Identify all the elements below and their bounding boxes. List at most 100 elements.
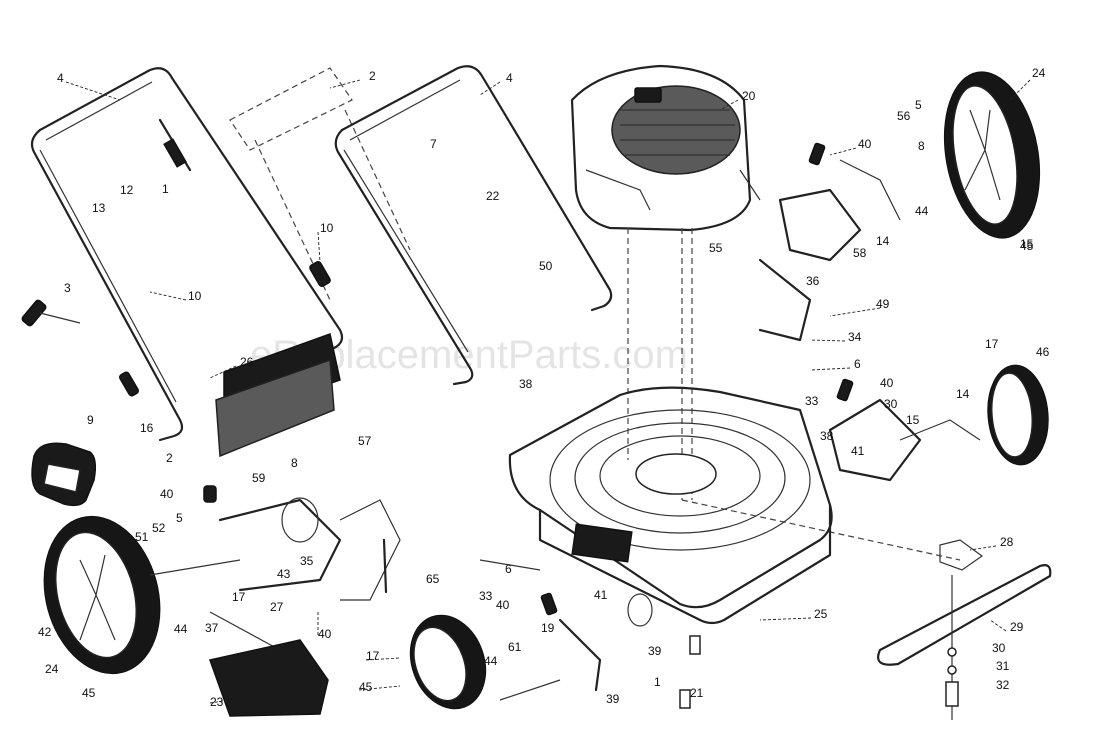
callout-c-6: 6 (854, 357, 861, 371)
wheel-rear-right (943, 71, 1041, 239)
height-adjuster-rear (828, 378, 981, 482)
callout-c-17c: 17 (366, 649, 380, 663)
callout-c-1a: 1 (162, 182, 169, 196)
callout-c-39b: 39 (606, 692, 620, 706)
callout-c-45b: 45 (82, 686, 96, 700)
handle-knob-left (21, 299, 81, 327)
callout-c-6b: 6 (505, 562, 512, 576)
callout-c-26a: 26 (240, 355, 254, 369)
callout-c-57: 57 (358, 434, 372, 448)
callout-c-38b: 38 (820, 429, 834, 443)
callout-c-40e: 40 (318, 627, 332, 641)
callout-c-55: 55 (709, 241, 723, 255)
callout-c-4b: 4 (506, 71, 513, 85)
callout-c-21: 21 (690, 686, 704, 700)
mower-deck (508, 386, 833, 625)
callout-c-2b: 2 (166, 451, 173, 465)
callout-c-59: 59 (252, 471, 266, 485)
callout-c-29: 29 (1010, 620, 1024, 634)
callout-c-58: 58 (853, 246, 867, 260)
callout-c-51: 51 (135, 530, 149, 544)
engine (570, 64, 761, 232)
callout-c-28: 28 (1000, 535, 1014, 549)
callout-c-45c: 45 (359, 680, 373, 694)
mulch-plug (209, 639, 329, 717)
callout-c-16: 16 (140, 421, 154, 435)
handle-knob-16 (119, 371, 139, 397)
control-lever (158, 118, 192, 172)
callout-c-40a: 40 (858, 137, 872, 151)
handle-knob-10 (309, 260, 331, 288)
callout-c-65: 65 (426, 572, 440, 586)
callout-c-22: 22 (486, 189, 500, 203)
callout-c-61: 61 (508, 640, 522, 654)
callout-c-33a: 33 (805, 394, 819, 408)
callout-c-44a: 44 (915, 204, 929, 218)
callout-c-35: 35 (300, 554, 314, 568)
callout-c-1b: 1 (654, 675, 661, 689)
callout-c-46: 46 (1036, 345, 1050, 359)
callout-c-30b: 30 (992, 641, 1006, 655)
wheel-rear-left (43, 515, 161, 675)
callout-c-30a: 30 (884, 397, 898, 411)
front-axle-parts (479, 559, 701, 709)
callout-c-4a: 4 (57, 71, 64, 85)
callout-c-45a: 45 (1020, 239, 1034, 253)
callout-c-17a: 17 (985, 337, 999, 351)
callout-c-31: 31 (996, 659, 1010, 673)
callout-c-36: 36 (806, 274, 820, 288)
callout-c-5b: 5 (176, 511, 183, 525)
callout-c-24b: 24 (45, 662, 59, 676)
callout-c-20a: 20 (742, 89, 756, 103)
callout-c-15a: 15 (1020, 237, 1034, 251)
callout-c-56a: 56 (897, 109, 911, 123)
callout-c-39a: 39 (648, 644, 662, 658)
rear-door (215, 333, 341, 458)
callout-c-40c: 40 (160, 487, 174, 501)
callout-c-3: 3 (64, 281, 71, 295)
callout-c-10a: 10 (320, 221, 334, 235)
height-adjuster-front (758, 142, 901, 342)
callout-c-15b: 15 (906, 413, 920, 427)
callout-c-38: 38 (519, 377, 533, 391)
callout-c-23: 23 (210, 695, 224, 709)
callout-c-40d: 40 (496, 598, 510, 612)
callout-c-34: 34 (848, 330, 862, 344)
callout-c-41b: 41 (594, 588, 608, 602)
upper-handle-center (229, 67, 411, 301)
lower-handle-left (30, 67, 344, 442)
callout-c-33b: 33 (479, 589, 493, 603)
callout-c-50: 50 (539, 259, 553, 273)
callout-c-14a: 14 (876, 234, 890, 248)
rear-shield (31, 442, 97, 507)
callout-c-8a: 8 (918, 139, 925, 153)
wheel-front-left (409, 614, 487, 710)
callout-c-2a: 2 (369, 69, 376, 83)
callout-c-41: 41 (851, 444, 865, 458)
crankshaft-lines (627, 228, 961, 561)
callout-c-8b: 8 (291, 456, 298, 470)
wheel-front-right (987, 364, 1049, 466)
callout-c-32: 32 (996, 678, 1010, 692)
callout-c-40b: 40 (880, 376, 894, 390)
callout-c-27: 27 (270, 600, 284, 614)
callout-c-9: 9 (87, 413, 94, 427)
callout-c-25: 25 (814, 607, 828, 621)
callout-c-44b: 44 (174, 622, 188, 636)
callout-c-42: 42 (38, 625, 52, 639)
callout-c-52: 52 (152, 521, 166, 535)
callout-c-14b: 14 (956, 387, 970, 401)
callout-c-17b: 17 (232, 590, 246, 604)
lower-handle-right (334, 65, 613, 386)
blade (877, 539, 1052, 720)
callout-c-37: 37 (205, 621, 219, 635)
leader-lines (65, 79, 1031, 704)
callout-c-44c: 44 (484, 654, 498, 668)
callout-c-7: 7 (430, 137, 437, 151)
callout-c-24a: 24 (1032, 66, 1046, 80)
rear-axle-assembly (149, 485, 401, 651)
callout-c-49: 49 (876, 297, 890, 311)
callout-c-5a: 5 (915, 98, 922, 112)
